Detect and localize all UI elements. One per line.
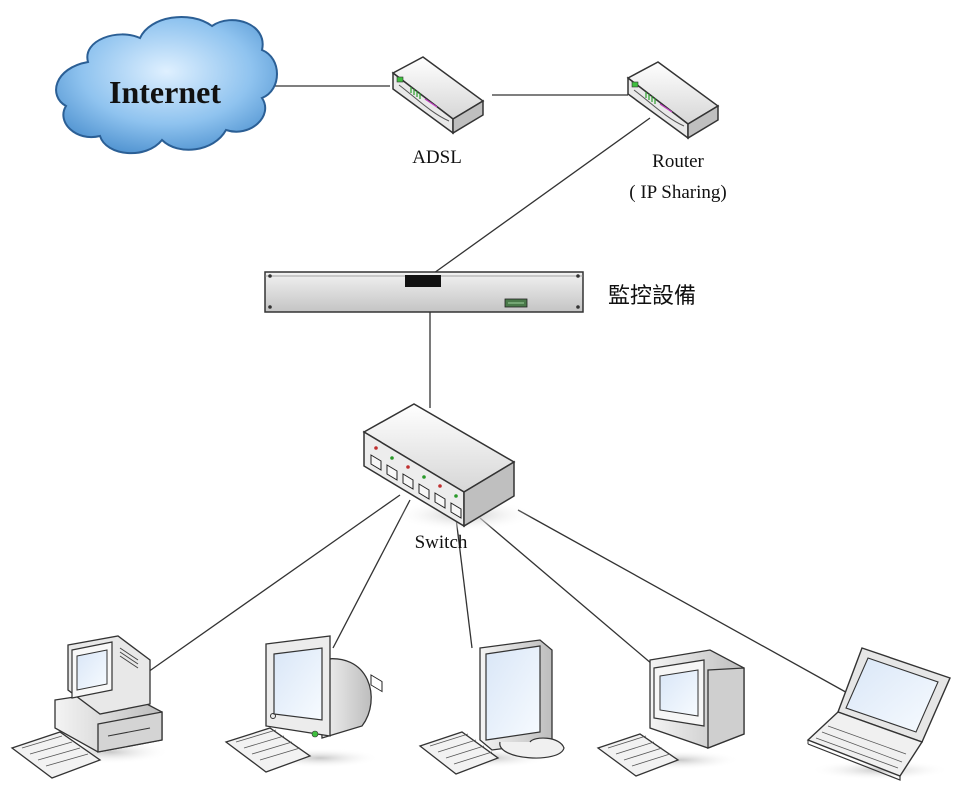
client-laptop: [806, 647, 951, 781]
link-switch-client3: [454, 509, 473, 649]
desktop-tower-computer-icon: [10, 635, 170, 779]
adsl-label: ADSL: [412, 147, 462, 168]
modem-icon: [391, 56, 485, 135]
flat-monitor-computer-icon: [418, 639, 565, 775]
laptop-icon: [806, 647, 951, 781]
link-switch-client5: [517, 509, 861, 701]
link-switch-client2: [332, 499, 411, 649]
client-flat-monitor: [418, 639, 565, 775]
client-mini-tower: [596, 649, 745, 777]
client-crt-monitor: [224, 635, 380, 773]
router-icon: [626, 61, 720, 140]
rack-appliance-icon: [264, 271, 584, 313]
crt-monitor-computer-icon: [224, 635, 380, 773]
switch-icon: [362, 403, 535, 693]
link-switch-client1: [147, 494, 401, 673]
router-label: Router: [652, 151, 704, 172]
switch: Switch: [362, 403, 535, 693]
link-router-monitor: [433, 117, 651, 274]
connection-lines: [147, 85, 861, 701]
router: Router ( IP Sharing): [626, 61, 727, 203]
link-switch-client4: [479, 517, 653, 665]
cloud-icon: [55, 15, 278, 154]
router-sublabel: ( IP Sharing): [629, 182, 726, 203]
client-desktop-tower: [10, 635, 170, 779]
internet-cloud: Internet: [55, 15, 278, 154]
mini-tower-computer-icon: [596, 649, 745, 777]
monitoring-device-label: 監控設備: [608, 284, 696, 309]
internet-label: Internet: [109, 74, 221, 110]
adsl-modem: ADSL: [391, 56, 485, 168]
monitoring-device: 監控設備: [264, 271, 696, 313]
switch-label: Switch: [415, 532, 468, 553]
